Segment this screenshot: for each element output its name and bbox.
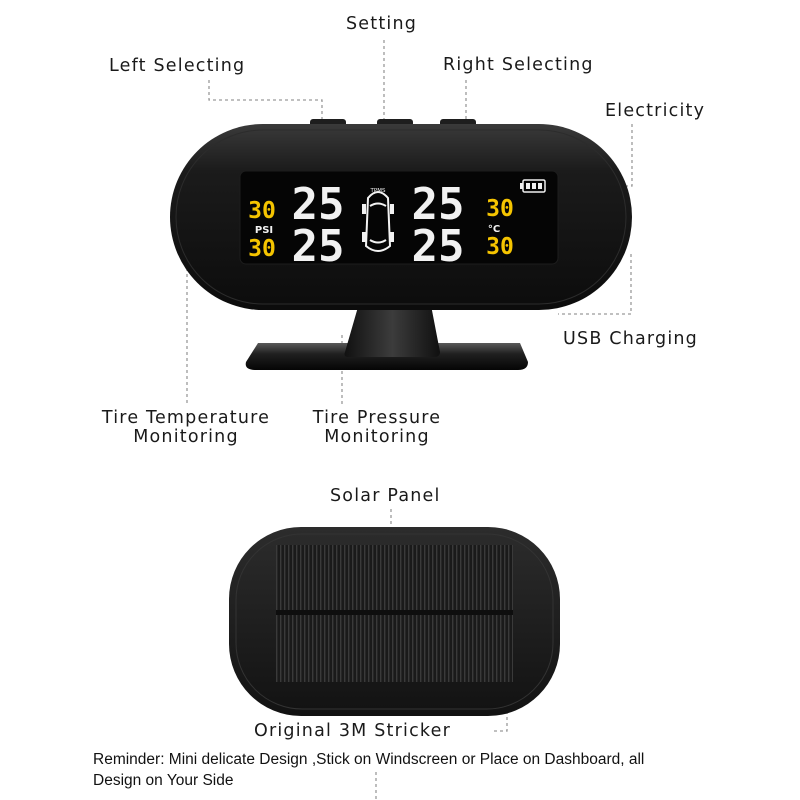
reminder-text: Reminder: Mini delicate Design ,Stick on…: [93, 749, 713, 791]
reminder-line2: Design on Your Side: [93, 772, 234, 789]
temperature-unit-label: °C: [488, 224, 500, 235]
tire-pressure-line1: Tire Pressure: [312, 408, 442, 428]
temp-left-top: 30: [248, 198, 276, 224]
tpms-device: [170, 119, 632, 370]
battery-icon: [520, 179, 546, 193]
temp-left-bottom: 30: [248, 236, 276, 262]
stand-neck: [344, 300, 440, 357]
temp-right-bottom: 30: [486, 234, 514, 260]
leader-left-selecting: [208, 80, 323, 122]
temp-right-top: 30: [486, 196, 514, 222]
pressure-top-left: 25: [292, 179, 345, 230]
tpms-badge: TPMS: [370, 188, 386, 194]
right-selecting-label: Right Selecting: [443, 55, 594, 75]
electricity-label: Electricity: [605, 101, 706, 121]
leader-usb-charging: [558, 254, 632, 315]
solar-cell-bottom: [276, 615, 513, 682]
tire-pressure-label: Tire Pressure Monitoring: [303, 409, 451, 447]
lcd-content: 30 PSI 30 25 25 25 25 TPMS 30 °C 30: [248, 179, 546, 272]
pressure-bottom-right: 25: [412, 221, 465, 272]
tire-temperature-line1: Tire Temperature: [101, 408, 271, 428]
usb-charging-label: USB Charging: [563, 329, 698, 349]
left-selecting-label: Left Selecting: [109, 56, 246, 76]
pressure-unit-label: PSI: [255, 225, 273, 236]
tire-pressure-line2: Monitoring: [324, 427, 430, 447]
solar-panel-label: Solar Panel: [330, 486, 441, 506]
sticker-label: Original 3M Stricker: [254, 721, 451, 741]
lcd-screen: [239, 170, 559, 265]
pressure-top-right: 25: [412, 179, 465, 230]
solar-cell-top: [276, 545, 513, 610]
leader-electricity: [546, 124, 633, 187]
tire-temperature-label: Tire Temperature Monitoring: [90, 409, 282, 447]
car-icon: TPMS: [362, 188, 394, 252]
pressure-bottom-left: 25: [292, 221, 345, 272]
solar-panel-device: [229, 527, 560, 716]
reminder-line1: Reminder: Mini delicate Design ,Stick on…: [93, 751, 645, 768]
setting-label: Setting: [346, 14, 418, 34]
tire-temperature-line2: Monitoring: [133, 427, 239, 447]
